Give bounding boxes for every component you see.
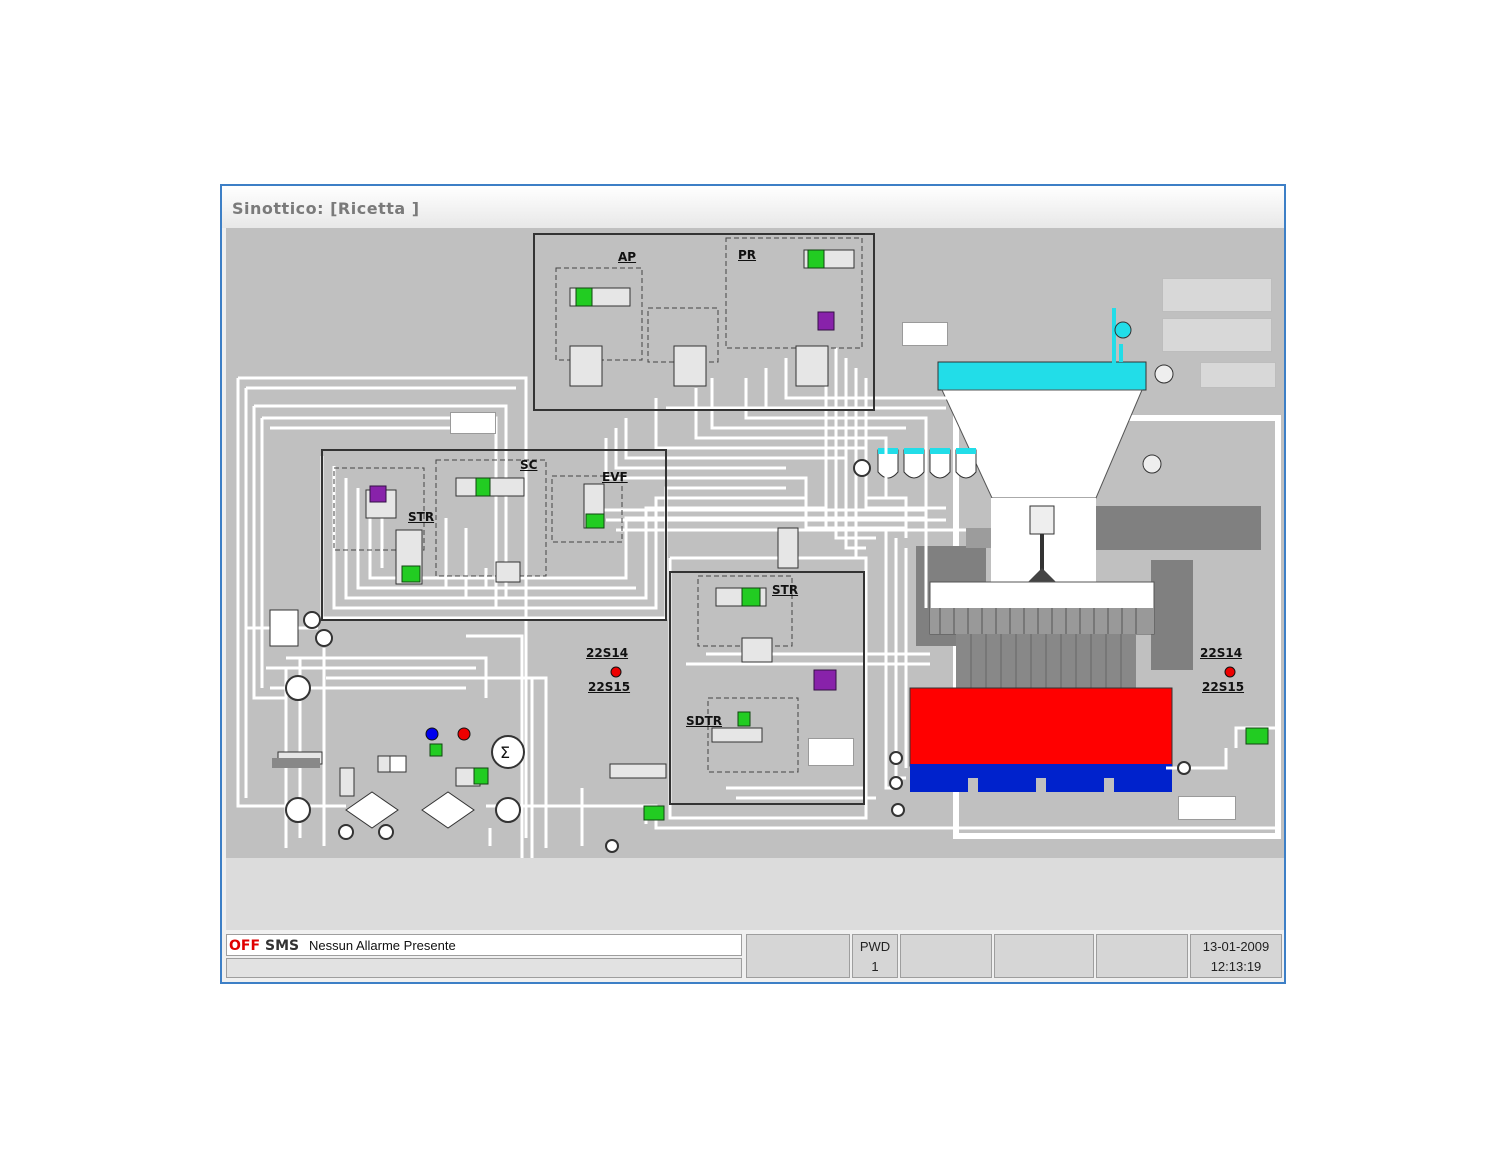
mold-body xyxy=(909,687,1173,767)
status-cell-1 xyxy=(746,934,850,978)
window-title: Sinottico: [Ricetta ] xyxy=(232,199,420,218)
label-sc: SC xyxy=(520,458,538,472)
value-box-3[interactable] xyxy=(1200,362,1276,388)
label-evf: EVF xyxy=(602,470,628,484)
svg-text:Σ: Σ xyxy=(500,743,510,762)
label-sdtr: SDTR xyxy=(686,714,723,728)
synoptic-diagram: Σ AP PR SC EVF STR STR SDTR 22S14 22S15 … xyxy=(226,228,1284,858)
lower-panel xyxy=(226,858,1284,930)
time-value: 12:13:19 xyxy=(1210,959,1262,974)
label-str-left: STR xyxy=(408,510,435,524)
status-cell-3 xyxy=(994,934,1094,978)
hopper-top xyxy=(937,361,1147,391)
label-22s14-left: 22S14 xyxy=(586,646,629,660)
alarm-bar[interactable]: OFF SMS Nessun Allarme Presente xyxy=(226,934,742,956)
password-cell[interactable]: PWD 1 xyxy=(852,934,898,978)
status-cell-2 xyxy=(900,934,992,978)
synoptic-window: Sinottico: [Ricetta ] xyxy=(220,184,1286,984)
datetime-cell: 13-01-2009 12:13:19 xyxy=(1190,934,1282,978)
password-level: 1 xyxy=(871,959,879,974)
label-22s15-left: 22S15 xyxy=(588,680,631,694)
title-bar: Sinottico: [Ricetta ] xyxy=(222,186,1284,228)
flow-field[interactable] xyxy=(450,412,496,434)
alarm-message: Nessun Allarme Presente xyxy=(309,938,456,953)
value-box-2[interactable] xyxy=(1162,318,1272,352)
label-str-center: STR xyxy=(772,583,799,597)
label-ap: AP xyxy=(618,250,637,264)
hopper-funnel xyxy=(941,389,1143,499)
date-value: 13-01-2009 xyxy=(1202,939,1270,954)
status-cell-4 xyxy=(1096,934,1188,978)
pressure-field[interactable] xyxy=(902,322,948,346)
status-bar: OFF SMS Nessun Allarme Presente PWD 1 13… xyxy=(222,932,1284,982)
label-22s14-right: 22S14 xyxy=(1200,646,1243,660)
label-22s15-right: 22S15 xyxy=(1202,680,1245,694)
label-pr: PR xyxy=(738,248,757,262)
password-label: PWD xyxy=(859,939,891,954)
value-box-1[interactable] xyxy=(1162,278,1272,312)
sdtr-field[interactable] xyxy=(808,738,854,766)
off-indicator: OFF xyxy=(229,938,261,954)
sms-indicator: SMS xyxy=(265,938,300,954)
alarm-bar-secondary xyxy=(226,958,742,978)
mold-field[interactable] xyxy=(1178,796,1236,820)
hydraulic-schematic: Σ xyxy=(236,233,1281,858)
